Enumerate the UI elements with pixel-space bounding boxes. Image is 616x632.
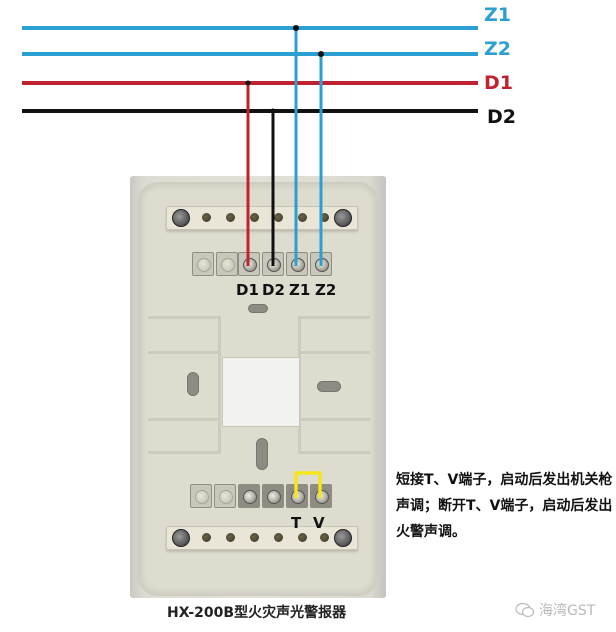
- terminal-label-v: V: [313, 514, 325, 532]
- screw-icon: [334, 529, 352, 547]
- bottom-mounting-bar: [166, 526, 358, 550]
- junction-dot: [318, 51, 324, 57]
- wechat-icon: [515, 602, 535, 618]
- hole: [250, 533, 259, 542]
- rib: [148, 418, 218, 421]
- terminal: [262, 484, 284, 508]
- terminal: [238, 484, 260, 508]
- hole: [298, 213, 307, 222]
- jumper-note: 短接T、V端子，启动后发出机关枪声调；断开T、V端子，启动后发出火警声调。: [396, 472, 613, 540]
- junction-dot: [270, 108, 276, 114]
- hole: [250, 213, 259, 222]
- bus-label-d1: D1: [484, 72, 513, 94]
- center-window: [222, 357, 300, 427]
- device-caption: HX-200B型火灾声光警报器: [167, 605, 347, 621]
- hole: [274, 533, 283, 542]
- junction-dot: [245, 80, 251, 86]
- hole: [226, 213, 235, 222]
- rib: [148, 316, 218, 319]
- screw-icon: [334, 209, 352, 227]
- terminal-label-d1: D1: [236, 281, 259, 299]
- bus-label-z1: Z1: [484, 4, 511, 26]
- terminal-blank: [216, 252, 238, 276]
- screw-icon: [172, 209, 190, 227]
- terminal-label-t: T: [291, 514, 302, 532]
- rib: [300, 351, 370, 354]
- bus-label-d2: D2: [487, 106, 516, 128]
- rib: [300, 316, 370, 319]
- hole: [298, 533, 307, 542]
- hole: [202, 533, 211, 542]
- terminal-label-z2: Z2: [315, 281, 337, 299]
- hole: [320, 213, 329, 222]
- rib: [148, 351, 218, 354]
- hole: [226, 533, 235, 542]
- bus-label-z2: Z2: [484, 38, 511, 60]
- jumper-wire-tv: [294, 471, 322, 498]
- hole: [274, 213, 283, 222]
- rib: [300, 418, 370, 421]
- terminal-blank: [190, 484, 212, 508]
- watermark: 海湾GST: [515, 600, 595, 620]
- screw-icon: [172, 529, 190, 547]
- terminal-label-z1: Z1: [289, 281, 311, 299]
- rib: [218, 316, 221, 454]
- terminal-label-d2: D2: [262, 281, 285, 299]
- slot: [248, 304, 268, 313]
- slot: [317, 381, 341, 392]
- watermark-text: 海湾GST: [539, 603, 596, 619]
- device-photo: [130, 176, 386, 598]
- slot: [187, 372, 199, 396]
- slot: [256, 438, 268, 470]
- hole: [202, 213, 211, 222]
- rib: [148, 451, 218, 454]
- hole: [320, 533, 329, 542]
- junction-dot: [293, 25, 299, 31]
- terminal-blank: [192, 252, 214, 276]
- rib: [300, 451, 370, 454]
- terminal-blank: [214, 484, 236, 508]
